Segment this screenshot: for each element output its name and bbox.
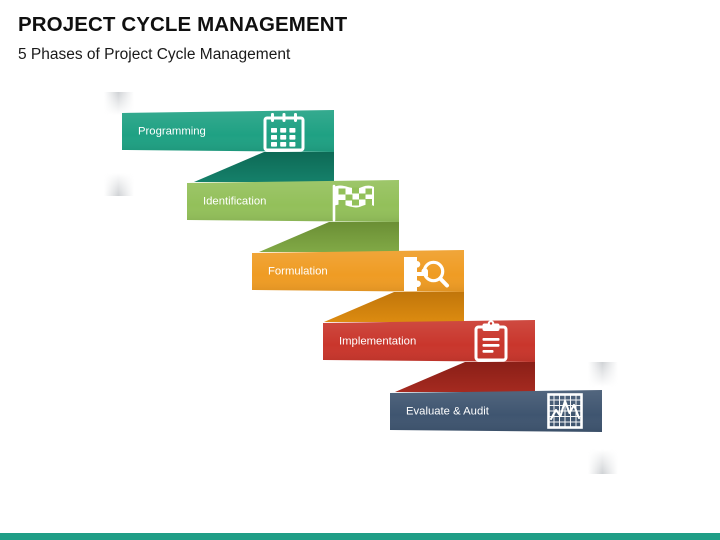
ribbon-label-3: Formulation xyxy=(268,265,328,277)
ribbon-label-1: Programming xyxy=(138,125,206,137)
ribbon-phase-2[interactable]: Identification xyxy=(187,180,399,222)
ribbon-phase-3[interactable]: Formulation xyxy=(252,250,464,292)
ribbon-label-5: Evaluate & Audit xyxy=(406,405,490,417)
ribbon-fold-1 xyxy=(194,152,334,182)
ribbon-phase-4[interactable]: Implementation xyxy=(323,320,535,362)
ribbon-fold-2 xyxy=(259,222,399,252)
ribbon-label-4: Implementation xyxy=(339,335,416,347)
slide-header: PROJECT CYCLE MANAGEMENT 5 Phases of Pro… xyxy=(18,13,678,63)
ribbon-face-1-shade xyxy=(122,110,334,152)
chart-grid-icon xyxy=(547,393,583,429)
ribbon-face-4-shade xyxy=(323,320,535,362)
ribbon-phase-5[interactable]: Evaluate & Audit xyxy=(390,390,602,432)
page-subtitle: 5 Phases of Project Cycle Management xyxy=(18,45,291,63)
bottom-accent-bar xyxy=(0,533,720,540)
clipboard-icon xyxy=(474,320,508,362)
ribbon-phase-1[interactable]: Programming xyxy=(122,110,334,152)
page-title: PROJECT CYCLE MANAGEMENT xyxy=(18,13,348,36)
puzzle-search-icon xyxy=(404,257,449,291)
ribbon-fold-3 xyxy=(324,292,464,322)
ribbon-label-2: Identification xyxy=(203,195,266,207)
ribbon-fold-4 xyxy=(395,362,535,392)
checkered-flag-icon xyxy=(332,184,374,222)
calendar-icon xyxy=(263,113,305,152)
